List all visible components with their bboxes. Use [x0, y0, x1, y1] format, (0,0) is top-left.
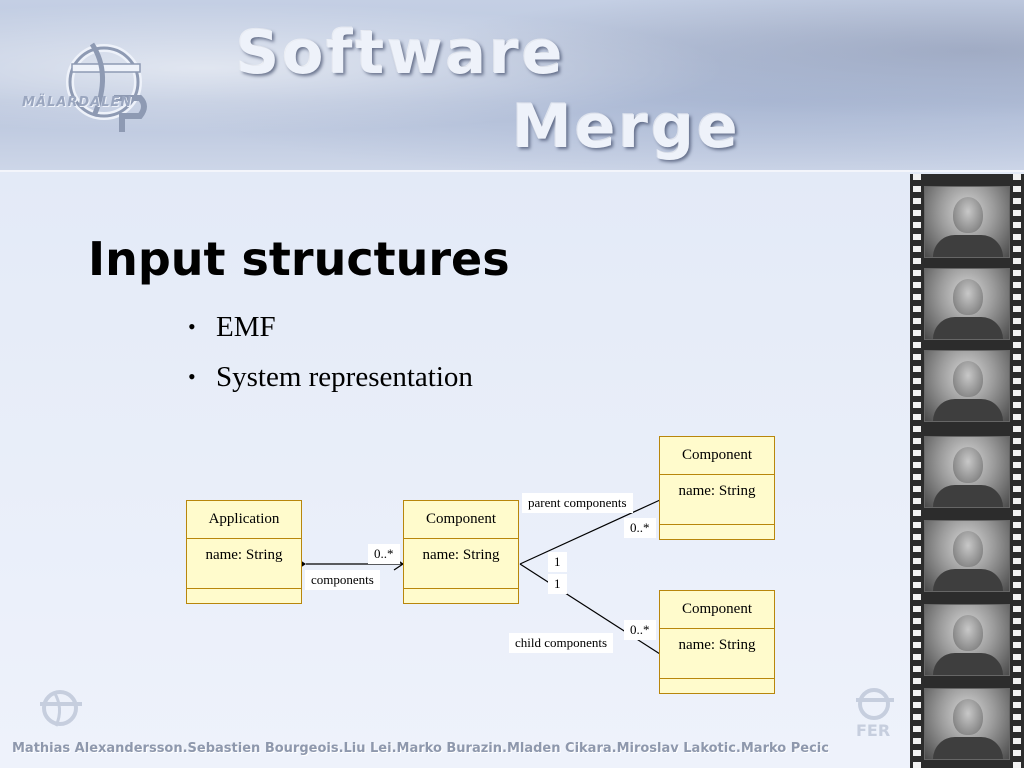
class-name: Component [404, 501, 518, 539]
uml-class-component-center: Component name: String [403, 500, 519, 604]
university-logo-small-icon [40, 690, 82, 727]
team-photo [924, 268, 1010, 340]
slide-title: Input structures [88, 232, 510, 286]
components-role-label: components [305, 570, 380, 590]
bullet-text: System representation [216, 360, 473, 393]
header-banner: MÄLARDALEN Software Merge [0, 0, 1024, 172]
bullet-dot-icon: • [188, 364, 196, 389]
uml-class-component-top: Component name: String [659, 436, 775, 540]
class-attribute: name: String [187, 539, 301, 589]
team-photo [924, 604, 1010, 676]
parent-components-label: parent components [522, 493, 633, 513]
footer-authors: Mathias Alexandersson.Sebastien Bourgeoi… [12, 741, 829, 756]
class-name: Application [187, 501, 301, 539]
uml-class-application: Application name: String [186, 500, 302, 604]
photo-film-strip [910, 174, 1024, 768]
components-multiplicity: 0..* [368, 544, 400, 564]
team-photo [924, 520, 1010, 592]
fer-logo-icon: FER [856, 688, 894, 740]
title-software: Software [236, 18, 566, 88]
university-logo-icon [66, 42, 147, 132]
child-multiplicity: 0..* [624, 620, 656, 640]
film-perforations-left [913, 174, 921, 768]
parent-one-multiplicity: 1 [548, 552, 567, 572]
team-photo [924, 436, 1010, 508]
bullet-item: • System representation [188, 352, 473, 402]
bullet-list: • EMF • System representation [188, 302, 473, 402]
child-one-multiplicity: 1 [548, 574, 567, 594]
uml-class-component-bottom: Component name: String [659, 590, 775, 694]
bullet-dot-icon: • [188, 314, 196, 339]
class-attribute: name: String [660, 475, 774, 525]
svg-text:FER: FER [856, 721, 890, 740]
team-photo [924, 688, 1010, 760]
class-attribute: name: String [660, 629, 774, 679]
bullet-text: EMF [216, 310, 276, 343]
team-photo [924, 186, 1010, 258]
class-name: Component [660, 437, 774, 475]
child-components-label: child components [509, 633, 614, 653]
parent-multiplicity: 0..* [624, 518, 656, 538]
class-attribute: name: String [404, 539, 518, 589]
film-perforations-right [1013, 174, 1021, 768]
team-photo [924, 350, 1010, 422]
class-name: Component [660, 591, 774, 629]
bullet-item: • EMF [188, 302, 473, 352]
title-merge: Merge [512, 92, 741, 162]
university-logo-text: MÄLARDALEN [22, 95, 133, 110]
